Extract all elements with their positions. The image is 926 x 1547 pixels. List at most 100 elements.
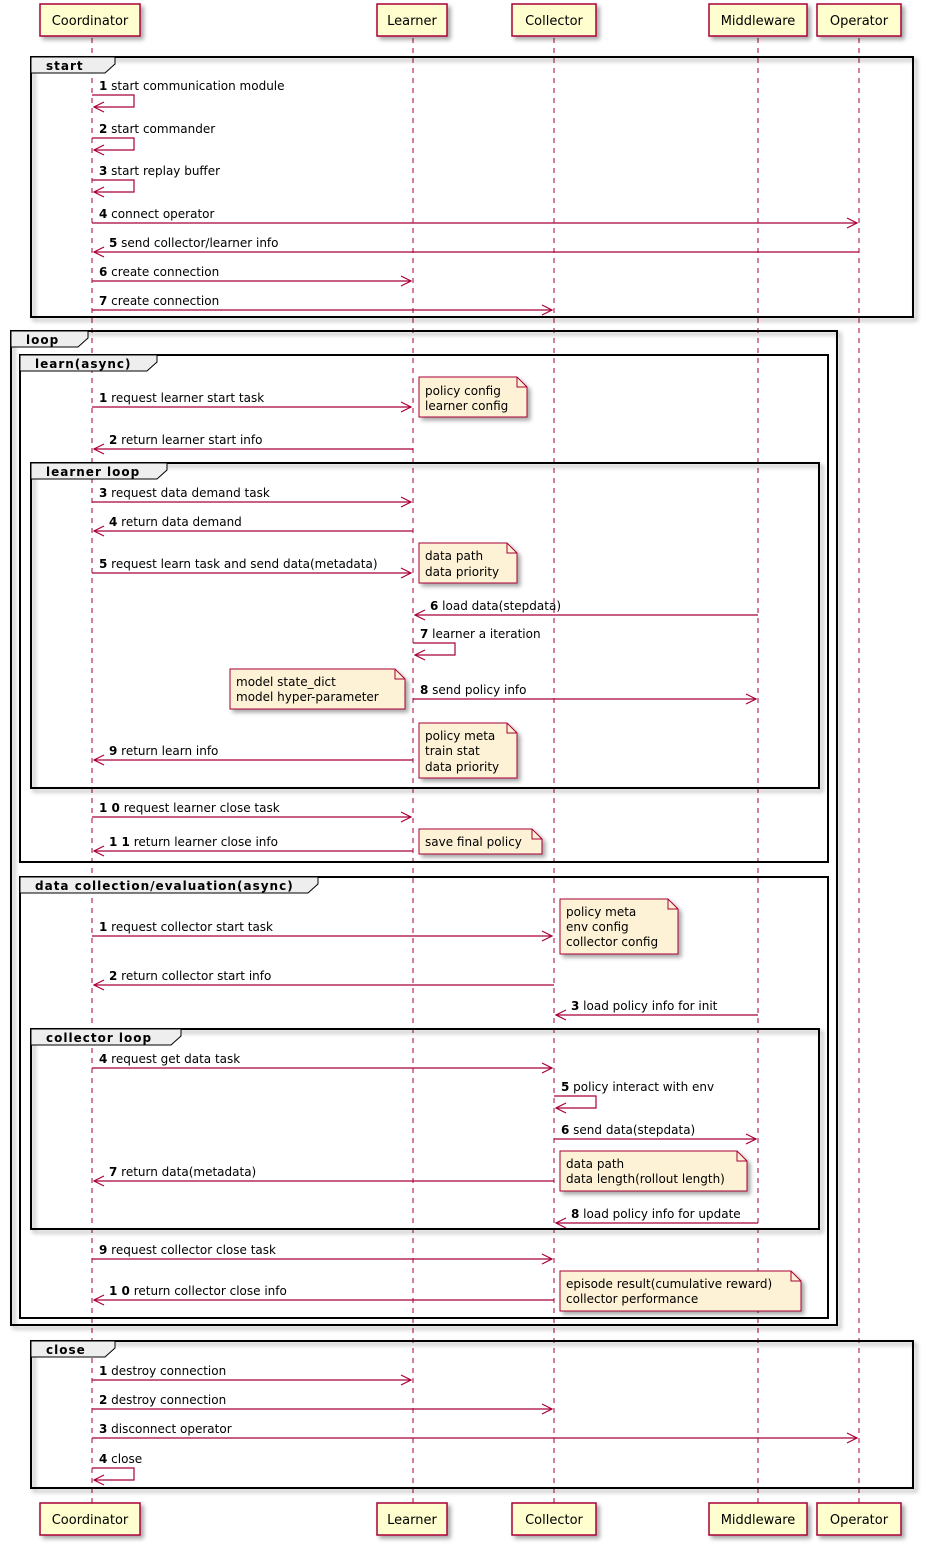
message-text: destroy connection [107, 1393, 226, 1407]
message-20: 2 return collector start info [92, 969, 554, 991]
frame-label: close [46, 1343, 86, 1357]
message-number: 1 [99, 920, 107, 934]
message-text: close [107, 1452, 142, 1466]
message-arrow [92, 1467, 135, 1481]
message-number: 7 [420, 627, 428, 641]
message-4: 4 connect operator [92, 207, 859, 229]
note-line: learner config [425, 399, 508, 413]
message-text: start commander [107, 122, 215, 136]
note-line: policy meta [425, 729, 495, 743]
message-text: return data(metadata) [117, 1165, 256, 1179]
participant-label: Collector [525, 14, 583, 29]
note-policy-learner-config: policy config learner config [418, 376, 528, 418]
message-number: 3 [99, 486, 107, 500]
note-line: data path [425, 549, 483, 563]
note-line: data priority [425, 760, 499, 774]
message-25: 7 return data(metadata) [92, 1165, 554, 1187]
arrow-head [541, 1253, 554, 1265]
message-label: 3 start replay buffer [99, 164, 220, 178]
message-arrow [92, 94, 135, 108]
message-number: 1 0 [99, 801, 120, 815]
message-text: send data(stepdata) [569, 1123, 695, 1137]
message-label: 3 load policy info for init [571, 999, 718, 1013]
message-number: 4 [99, 1452, 107, 1466]
message-number: 6 [561, 1123, 569, 1137]
message-number: 4 [109, 515, 117, 529]
message-label: 4 connect operator [99, 207, 215, 221]
frame-close: close [30, 1340, 914, 1489]
participants-bottom: Coordinator Learner Collector Middleware… [39, 1502, 902, 1536]
message-text: return collector start info [117, 969, 271, 983]
message-text: return learn info [117, 744, 218, 758]
message-27: 9 request collector close task [92, 1243, 554, 1265]
message-22: 4 request get data task [92, 1052, 554, 1074]
message-text: destroy connection [107, 1364, 226, 1378]
message-label: 6 create connection [99, 265, 219, 279]
participant-label: Operator [830, 1513, 889, 1528]
message-number: 6 [99, 265, 107, 279]
arrow-head [92, 525, 105, 537]
message-label: 1 0 request learner close task [99, 801, 280, 815]
message-number: 3 [571, 999, 579, 1013]
arrow-head [413, 649, 426, 661]
message-21: 3 load policy info for init [554, 999, 758, 1021]
lifelines [91, 38, 860, 1504]
note-line: collector config [566, 935, 658, 949]
message-number: 2 [99, 1393, 107, 1407]
arrow-head [92, 754, 105, 766]
message-label: 1 start communication module [99, 79, 285, 93]
message-label: 7 create connection [99, 294, 219, 308]
message-text: start communication module [107, 79, 284, 93]
message-number: 5 [109, 236, 117, 250]
message-label: 2 destroy connection [99, 1393, 226, 1407]
frame-label: loop [26, 333, 59, 347]
message-8: 1 request learner start task [92, 391, 413, 413]
participant-operator-bottom: Operator [816, 1502, 902, 1536]
message-label: 7 return data(metadata) [109, 1165, 256, 1179]
message-number: 7 [99, 294, 107, 308]
note-policy-env-collector: policy meta env config collector config [559, 898, 679, 955]
message-24: 6 send data(stepdata) [554, 1123, 758, 1145]
message-label: 6 send data(stepdata) [561, 1123, 695, 1137]
message-number: 1 [99, 79, 107, 93]
participant-label: Middleware [721, 14, 796, 29]
arrow-head [92, 186, 105, 198]
message-label: 2 return learner start info [109, 433, 262, 447]
message-16: 9 return learn info [92, 744, 413, 766]
message-number: 9 [99, 1243, 107, 1257]
message-number: 1 [99, 1364, 107, 1378]
message-17: 1 0 request learner close task [92, 801, 413, 823]
arrow-head [92, 443, 105, 455]
message-text: send collector/learner info [117, 236, 278, 250]
arrow-head [92, 246, 105, 258]
arrow-head [541, 930, 554, 942]
message-18: 1 1 return learner close info [92, 835, 413, 857]
message-label: 9 request collector close task [99, 1243, 276, 1257]
participant-middleware-bottom: Middleware [708, 1502, 808, 1536]
message-label: 6 load data(stepdata) [430, 599, 561, 613]
note-policy-meta-train: policy meta train stat data priority [418, 722, 518, 779]
message-label: 4 request get data task [99, 1052, 240, 1066]
message-23: 5 policy interact with env [554, 1080, 714, 1114]
participant-label: Learner [387, 14, 437, 29]
participant-learner-top: Learner [376, 3, 448, 37]
participant-label: Coordinator [52, 14, 129, 29]
message-text: return learner start info [117, 433, 262, 447]
message-label: 3 request data demand task [99, 486, 270, 500]
message-31: 3 disconnect operator [92, 1422, 859, 1444]
participant-label: Learner [387, 1513, 437, 1528]
message-label: 4 return data demand [109, 515, 242, 529]
message-label: 7 learner a iteration [420, 627, 541, 641]
frame-collect: data collection/evaluation(async) [19, 876, 829, 1319]
message-text: request learn task and send data(metadat… [107, 557, 377, 571]
note-line: policy meta [566, 905, 636, 919]
arrow-head [541, 1403, 554, 1415]
message-26: 8 load policy info for update [554, 1207, 758, 1229]
frame-learner-loop: learner loop [30, 462, 820, 789]
message-arrow [554, 1095, 597, 1109]
arrow-head [400, 811, 413, 823]
arrow-head [745, 1133, 758, 1145]
messages: 1 start communication module 2 start comm… [92, 79, 859, 1486]
note-episode-result: episode result(cumulative reward) collec… [559, 1270, 802, 1312]
message-28: 1 0 return collector close info [92, 1284, 554, 1306]
